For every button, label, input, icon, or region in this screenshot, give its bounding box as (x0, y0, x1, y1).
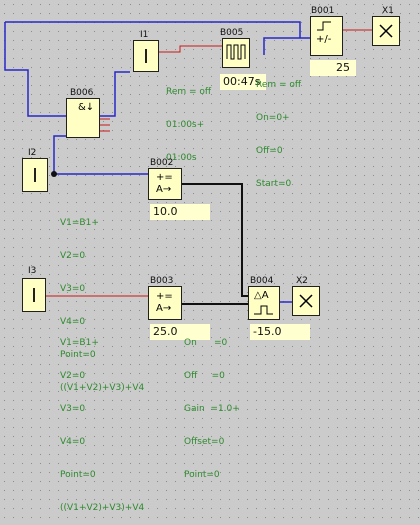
junction-node (51, 171, 57, 177)
wire-b005-b001 (263, 37, 310, 55)
b002-label: B002 (150, 158, 174, 168)
wire-loop-left (4, 22, 66, 117)
b003-params: V1=B1+ V2=0 V3=0 V4=0 Point=0 ((V1+V2)+V… (60, 316, 144, 525)
input-i2[interactable] (22, 158, 48, 192)
b004-value: -15.0 (250, 324, 310, 340)
param-line: Start=0 (256, 179, 292, 189)
param-line: ((V1+V2)+V3)+V4 (60, 503, 145, 513)
param-line: V4=0 (60, 437, 86, 447)
param-line: On=0+ (256, 113, 290, 123)
param-line: On =0 (184, 338, 228, 348)
param-line: V2=0 (60, 371, 86, 381)
wire-b006-b001-top (5, 21, 301, 38)
b001-params: Rem = off On=0+ Off=0 Start=0 (256, 58, 301, 201)
param-line: Rem = off (166, 87, 212, 97)
wire-i2-b006 (53, 135, 66, 162)
pulse-wave-icon (226, 44, 246, 60)
output-x1[interactable] (372, 16, 400, 46)
block-b003[interactable]: += A→ (148, 286, 182, 320)
b003-value: 25.0 (150, 324, 210, 340)
param-line: V3=0 (60, 404, 86, 414)
param-line: 01:00s (166, 153, 197, 163)
switch-bar-icon (33, 288, 35, 302)
wire-b002-b004 (182, 183, 248, 297)
param-line: 01:00s+ (166, 120, 205, 130)
b005-params: Rem = off 01:00s+ 01:00s (166, 65, 211, 175)
b005-value: 00:47s (220, 74, 266, 90)
output-x2[interactable] (292, 286, 320, 316)
step-icon (317, 21, 331, 31)
block-b002[interactable]: += A→ (148, 168, 182, 200)
param-line: Off=0 (256, 146, 283, 156)
b004-symbol: △A (254, 290, 269, 301)
b001-symbol: +/- (316, 34, 332, 45)
i2-label: I2 (28, 148, 37, 158)
wiring-layer (4, 21, 372, 305)
b002-params: V1=B1+ V2=0 V3=0 V4=0 Point=0 ((V1+V2)+V… (60, 196, 144, 405)
param-line: Point=0 (60, 470, 96, 480)
b005-label: B005 (220, 28, 244, 38)
b003-label: B003 (150, 276, 174, 286)
param-line: Gain =1.0+ (184, 404, 240, 414)
switch-bar-icon (145, 49, 147, 63)
b002-symbol-bottom: A→ (156, 184, 172, 195)
b002-value: 10.0 (150, 204, 210, 220)
param-line: V1=B1+ (60, 218, 99, 228)
i1-label: I1 (140, 30, 149, 40)
block-b006[interactable]: &↓ (66, 98, 100, 138)
b003-symbol-bottom: A→ (156, 303, 172, 314)
x2-label: X2 (296, 276, 308, 286)
b001-label: B001 (311, 6, 335, 16)
param-line: ((V1+V2)+V3)+V4 (60, 383, 145, 393)
switch-bar-icon (34, 168, 36, 182)
i3-label: I3 (28, 266, 37, 276)
x-cross-icon (299, 294, 313, 308)
and-edge-icon: &↓ (78, 102, 95, 113)
b006-label: B006 (70, 88, 94, 98)
b001-value: 25 (310, 60, 356, 76)
param-line: Point=0 (184, 470, 220, 480)
param-line: Off =0 (184, 371, 225, 381)
param-line: V4=0 (60, 317, 86, 327)
param-line: Rem = off (256, 80, 302, 90)
param-line: Offset=0 (184, 437, 225, 447)
block-b004[interactable]: △A (248, 286, 280, 320)
param-line: V2=0 (60, 251, 86, 261)
input-i3[interactable] (22, 278, 46, 312)
param-line: V3=0 (60, 284, 86, 294)
b002-symbol-top: += (156, 172, 173, 183)
b004-label: B004 (250, 276, 274, 286)
b004-params: On =0 Off =0 Gain =1.0+ Offset=0 Point=0 (184, 316, 240, 492)
wire-b006-out (100, 71, 130, 117)
wire-i1-b005 (159, 45, 222, 53)
threshold-icon (254, 305, 273, 315)
input-i1[interactable] (133, 40, 159, 72)
param-line: Point=0 (60, 350, 96, 360)
block-b005[interactable] (222, 38, 250, 68)
wire-i2-b002 (53, 162, 148, 175)
b003-symbol-top: += (156, 291, 173, 302)
x1-label: X1 (382, 6, 394, 16)
x-cross-icon (379, 24, 393, 38)
param-line: V1=B1+ (60, 338, 99, 348)
block-b001[interactable]: +/- (310, 16, 343, 56)
